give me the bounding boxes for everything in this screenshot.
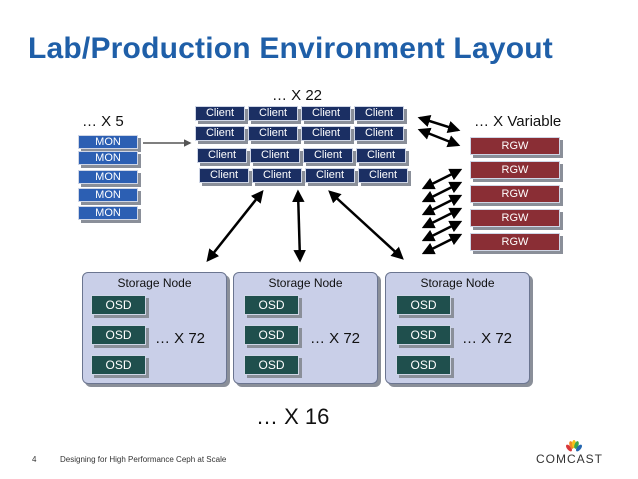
client-box: Client (248, 126, 298, 141)
client-rgw-arrow-2 (417, 127, 461, 148)
osd-box: OSD (244, 295, 299, 315)
storage-node-title: Storage Node (420, 276, 495, 290)
osd-count-label: … X 72 (462, 330, 513, 347)
osd-box: OSD (244, 355, 299, 375)
mon-box: MON (78, 188, 138, 202)
comcast-logo: COMCAST (536, 440, 616, 466)
storage-node-title: Storage Node (117, 276, 192, 290)
client-box: Client (358, 168, 408, 183)
client-box: Client (301, 106, 351, 121)
osd-box: OSD (244, 325, 299, 345)
client-box: Client (197, 148, 247, 163)
peacock-icon (566, 440, 582, 452)
storage-node: Storage Node OSD OSD OSD … X 72 (233, 272, 378, 384)
client-box: Client (248, 106, 298, 121)
osd-box: OSD (396, 325, 451, 345)
storage-node: Storage Node OSD OSD OSD … X 72 (385, 272, 530, 384)
rgw-storage-arrow-6 (421, 233, 463, 255)
storage-node: Storage Node OSD OSD OSD … X 72 (82, 272, 227, 384)
mon-count-label: … X 5 (82, 113, 124, 130)
client-rgw-arrow-1 (417, 115, 461, 133)
client-box: Client (356, 148, 406, 163)
storage-node-count-label: … X 16 (256, 404, 330, 429)
client-storage-arrow-left (206, 190, 264, 262)
client-count-label: … X 22 (272, 87, 323, 104)
mon-box: MON (78, 135, 138, 149)
osd-count-label: … X 72 (155, 330, 206, 347)
client-box: Client (199, 168, 249, 183)
rgw-box: RGW (470, 233, 560, 251)
client-box: Client (301, 126, 351, 141)
client-box: Client (195, 126, 245, 141)
footer-text: Designing for High Performance Ceph at S… (60, 455, 227, 464)
client-box: Client (305, 168, 355, 183)
client-box: Client (303, 148, 353, 163)
client-storage-arrow-right (328, 190, 404, 260)
mon-box: MON (78, 151, 138, 165)
osd-box: OSD (91, 295, 146, 315)
osd-box: OSD (396, 295, 451, 315)
client-storage-arrow-middle (292, 189, 306, 263)
mon-box: MON (78, 170, 138, 184)
osd-count-label: … X 72 (310, 330, 361, 347)
client-box: Client (354, 126, 404, 141)
client-box: Client (354, 106, 404, 121)
page-number: 4 (32, 455, 37, 464)
rgw-box: RGW (470, 209, 560, 227)
client-box: Client (195, 106, 245, 121)
osd-box: OSD (91, 325, 146, 345)
osd-box: OSD (91, 355, 146, 375)
client-box: Client (250, 148, 300, 163)
rgw-box: RGW (470, 161, 560, 179)
rgw-box: RGW (470, 185, 560, 203)
slide-title: Lab/Production Environment Layout (28, 32, 553, 65)
osd-box: OSD (396, 355, 451, 375)
logo-text: COMCAST (536, 452, 603, 466)
rgw-count-label: … X Variable (474, 113, 562, 130)
mon-box: MON (78, 206, 138, 220)
storage-node-title: Storage Node (268, 276, 343, 290)
client-box: Client (252, 168, 302, 183)
rgw-box: RGW (470, 137, 560, 155)
